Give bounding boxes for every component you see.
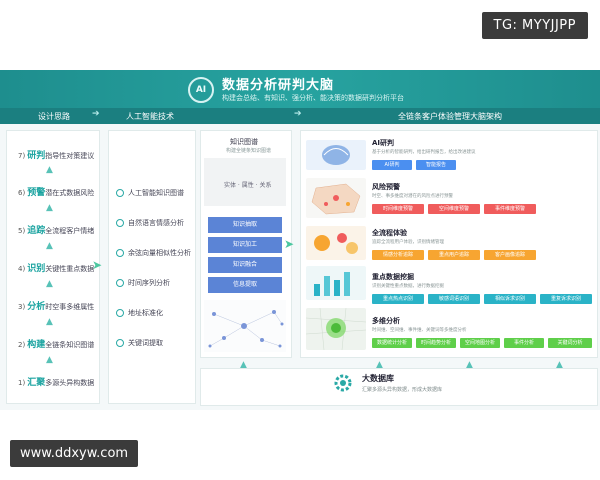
bullet-icon	[116, 249, 124, 257]
telegram-watermark: TG: MYYJJPP	[481, 12, 588, 39]
kg-box: 知识融合	[208, 257, 282, 273]
up-arrow-icon: ▲	[46, 355, 53, 365]
ai-tech-item: 余弦向量相似性分析	[116, 248, 191, 258]
experience-image	[306, 226, 366, 260]
poster-title: 数据分析研判大脑	[222, 78, 335, 93]
section-title: 多维分析	[372, 317, 400, 325]
tag-sensitive-word: 敏感词语识别	[428, 294, 480, 304]
ai-brain-logo-icon: AI	[188, 77, 214, 103]
step-item: 7)研判指导性对策建议	[18, 151, 95, 161]
big-database-title: 大数据库	[362, 374, 394, 383]
kg-box: 知识加工	[208, 237, 282, 253]
section-title: 风险预警	[372, 183, 400, 191]
step-item: 6)预警潜在式数据风险	[18, 188, 95, 198]
up-arrow-icon: ▲	[240, 360, 247, 370]
bullet-icon	[116, 219, 124, 227]
up-arrow-icon: ▲	[466, 360, 473, 370]
tag-repeat-appeal: 重复诉求识别	[540, 294, 592, 304]
flow-arrow-icon: ➤	[284, 237, 295, 251]
step-item: 2)构建全链条知识图谱	[18, 340, 95, 350]
up-arrow-icon: ▲	[376, 360, 383, 370]
up-arrow-icon: ▲	[46, 203, 53, 213]
section-desc: 时空、事多维度对潜在的风险点进行预警	[372, 194, 453, 199]
bullet-icon	[116, 189, 124, 197]
ai-tech-item: 时间序列分析	[116, 278, 170, 288]
site-watermark: www.ddxyw.com	[10, 440, 139, 467]
tag-similar-appeal: 相似诉求识别	[484, 294, 536, 304]
header-architecture: 全链条客户体验管理大脑架构	[398, 112, 502, 121]
header-arrow-icon: ➔	[294, 109, 302, 119]
section-desc: 基于分析的智能研判，给出研判报告，给出改进建议	[372, 150, 476, 155]
poster-subtitle: 构建会总结、有知识、强分析、能决策的数据研判分析平台	[222, 94, 404, 102]
tag-event-analysis: 事件分析	[504, 338, 544, 348]
tag-statistics: 数据统计分析	[372, 338, 412, 348]
ai-brain-image	[306, 140, 366, 170]
big-database-desc: 汇聚多源头异构数据，形成大数据库	[362, 387, 443, 393]
tag-profile-tracking: 客户画像追踪	[484, 250, 536, 260]
step-item: 3)分析时空事多维属性	[18, 302, 95, 312]
risk-map-image	[306, 178, 366, 218]
step-item: 5)追踪全流程客户情绪	[18, 226, 95, 236]
bullet-icon	[116, 279, 124, 287]
up-arrow-icon: ▲	[46, 241, 53, 251]
bullet-icon	[116, 309, 124, 317]
big-database-panel	[200, 368, 598, 406]
ai-tech-item: 自然语言情感分析	[116, 218, 184, 228]
tag-smart-report: 智能报告	[416, 160, 456, 170]
section-desc: 时间维、空间维、事件维、关键词等多维度分析	[372, 328, 467, 333]
kg-entity-label: 实体 · 属性 · 关系	[224, 182, 272, 189]
kg-entity-box	[204, 158, 286, 206]
tag-hotspot-identify: 重点热点识别	[372, 294, 424, 304]
step-item: 4)识别关键性重点数据	[18, 264, 95, 274]
kg-subtitle: 构建全链条知识图谱	[226, 148, 272, 154]
design-steps-panel	[6, 130, 100, 404]
tag-ai-judgment: AI研判	[372, 160, 412, 170]
tag-key-user-tracking: 重点用户追踪	[428, 250, 480, 260]
kg-title: 知识图谱	[230, 138, 258, 146]
header-design-approach: 设计思路	[38, 112, 70, 121]
tag-event-warning: 事件维度预警	[484, 204, 536, 214]
up-arrow-icon: ▲	[46, 165, 53, 175]
section-title: 重点数据挖掘	[372, 273, 414, 281]
up-arrow-icon: ▲	[46, 317, 53, 327]
tag-time-warning: 时间维度预警	[372, 204, 424, 214]
flow-arrow-icon: ➤	[92, 258, 103, 272]
header-arrow-icon: ➔	[92, 109, 100, 119]
section-title: AI研判	[372, 139, 395, 147]
kg-box: 信息提取	[208, 277, 282, 293]
tag-space-map: 空间地图分析	[460, 338, 500, 348]
kg-box: 知识抽取	[208, 217, 282, 233]
data-mining-image	[306, 266, 366, 300]
bullet-icon	[116, 339, 124, 347]
ai-tech-panel	[108, 130, 196, 404]
up-arrow-icon: ▲	[556, 360, 563, 370]
section-title: 全流程体验	[372, 229, 407, 237]
tag-time-trend: 时间趋势分析	[416, 338, 456, 348]
title-banner	[0, 70, 600, 108]
tag-keyword-analysis: 关键词分析	[548, 338, 592, 348]
section-desc: 识别关键性重点数据，进行数据挖掘	[372, 284, 444, 289]
tag-space-warning: 空间维度预警	[428, 204, 480, 214]
ai-tech-item: 地址标准化	[116, 308, 163, 318]
step-item: 1)汇聚多源头异构数据	[18, 378, 95, 388]
up-arrow-icon: ▲	[46, 279, 53, 289]
section-header-bar	[0, 108, 600, 124]
analysis-map-image	[306, 308, 366, 350]
network-graph-image	[204, 300, 286, 352]
ai-tech-item: 人工智能知识图谱	[116, 188, 184, 198]
ai-tech-item: 关键词提取	[116, 338, 163, 348]
section-desc: 追踪全流程用户体验，识别情绪管理	[372, 240, 444, 245]
tag-emotion-tracking: 情感分析追踪	[372, 250, 424, 260]
gear-icon	[334, 374, 352, 392]
header-ai-tech: 人工智能技术	[126, 112, 174, 121]
